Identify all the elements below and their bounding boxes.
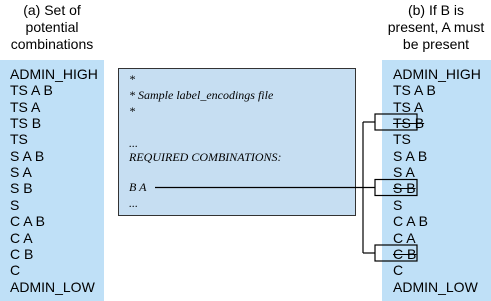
right-heading-line-2: present, A must bbox=[387, 19, 485, 35]
right-combination-item: ADMIN_LOW bbox=[393, 278, 478, 295]
c-b-bracket bbox=[374, 244, 418, 262]
right-combination-item: S bbox=[393, 196, 403, 213]
right-combination-item: C A bbox=[393, 229, 416, 246]
left-combination-item: C B bbox=[10, 245, 34, 262]
left-combination-item: TS A bbox=[10, 98, 41, 115]
code-line: B A bbox=[129, 180, 147, 194]
code-line: ... bbox=[129, 136, 138, 150]
ts-b-bracket bbox=[374, 113, 418, 131]
s-b-bracket bbox=[374, 178, 418, 197]
right-combination-item: S A B bbox=[393, 147, 428, 164]
code-line: * bbox=[129, 72, 135, 86]
code-line: ... bbox=[129, 196, 138, 210]
code-line: REQUIRED COMBINATIONS: bbox=[129, 150, 282, 164]
right-combination-item: TS A B bbox=[393, 82, 436, 99]
right-combination-item-struck: S B bbox=[393, 180, 416, 197]
left-combination-item: C A B bbox=[10, 213, 46, 230]
left-combination-item: TS bbox=[10, 131, 28, 148]
right-combination-item: S A bbox=[393, 164, 415, 181]
left-combination-item: S bbox=[10, 196, 20, 213]
left-combinations-panel bbox=[0, 60, 104, 301]
code-line: * bbox=[129, 104, 135, 118]
right-combination-item: C A B bbox=[393, 213, 429, 230]
left-heading-line-1: (a) Set of bbox=[23, 2, 81, 18]
right-combination-item-struck: C B bbox=[393, 245, 417, 262]
left-heading-line-2: potential bbox=[25, 19, 79, 35]
left-combination-item: S A B bbox=[10, 147, 45, 164]
left-column-heading: (a) Set of potential combinations bbox=[0, 2, 104, 53]
left-combination-item: S A bbox=[10, 164, 32, 181]
left-combination-item: C A bbox=[10, 229, 33, 246]
label-encodings-code-box bbox=[118, 68, 356, 216]
right-combination-item: ADMIN_HIGH bbox=[393, 66, 481, 82]
right-column-heading: (b) If B is present, A must be present bbox=[382, 2, 490, 53]
left-heading-line-3: combinations bbox=[10, 36, 94, 52]
right-combination-item-struck: TS B bbox=[393, 115, 425, 132]
left-combination-item: S B bbox=[10, 180, 33, 197]
left-combination-item: C bbox=[10, 262, 21, 279]
code-line: * Sample label_encodings file bbox=[129, 88, 274, 102]
right-combination-item: C bbox=[393, 262, 404, 279]
left-combination-item: ADMIN_LOW bbox=[10, 278, 95, 295]
left-combination-item: ADMIN_HIGH bbox=[10, 66, 98, 82]
right-combination-item: TS A bbox=[393, 98, 424, 115]
left-combination-item: TS A B bbox=[10, 82, 53, 99]
right-heading-line-3: be present bbox=[402, 36, 470, 52]
left-combination-item: TS B bbox=[10, 115, 42, 132]
right-heading-line-1: (b) If B is bbox=[407, 2, 464, 18]
right-combination-item: TS bbox=[393, 131, 411, 148]
